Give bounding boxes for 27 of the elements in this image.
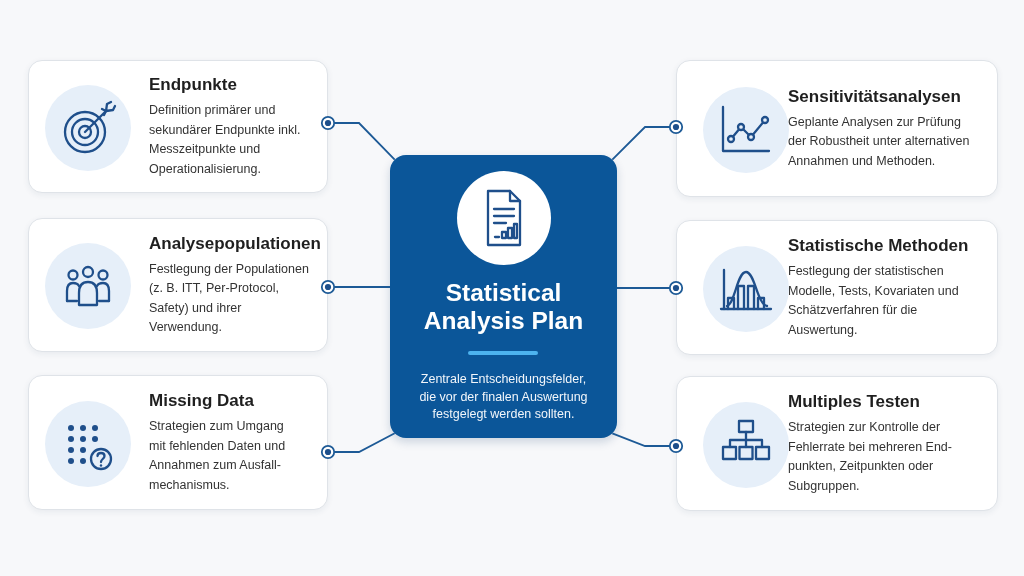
topic-card bbox=[676, 376, 998, 511]
connector bbox=[611, 432, 684, 454]
card-title: Statistische Methoden bbox=[788, 235, 969, 256]
connector bbox=[611, 119, 684, 161]
card-title: Analysepopulationen bbox=[149, 232, 321, 254]
panel-description: Zentrale Entscheidungsfelder, die vor der finalen Auswertung festgelegt werden sollten. bbox=[418, 371, 589, 423]
card-description: Definition primärer und sekundärer Endpunkte inkl. Messzeitpunkte und Operationalisierung. bbox=[149, 102, 302, 178]
card-title: Multiples Testen bbox=[788, 391, 920, 412]
card-description: Geplante Analysen zur Prüfung der Robustheit unter alternativen Annahmen und Methoden. bbox=[788, 113, 971, 170]
central-panel bbox=[390, 155, 617, 438]
card-title: Sensitivitätsanalysen bbox=[788, 85, 961, 107]
topic-card bbox=[28, 218, 328, 352]
topic-card bbox=[28, 60, 328, 193]
card-title: Missing Data bbox=[149, 390, 254, 411]
panel-title: Statistical Analysis Plan bbox=[422, 279, 585, 335]
topic-card bbox=[676, 220, 998, 355]
card-description: Strategien zum Umgang mit fehlenden Daten und Annahmen zum Ausfall- mechanismus. bbox=[149, 418, 287, 494]
topic-card bbox=[28, 375, 328, 510]
topic-card bbox=[676, 60, 998, 197]
connector bbox=[320, 279, 391, 295]
card-description: Festlegung der statistischen Modelle, Tests, Kovariaten und Schätzverfahren für die Auswertung. bbox=[788, 263, 960, 339]
card-title: Endpunkte bbox=[149, 74, 237, 95]
connector bbox=[616, 280, 684, 296]
connector bbox=[320, 432, 396, 460]
card-description: Strategien zur Kontrolle der Fehlerrate bei mehreren End- punkten, Zeitpunkten oder Subgruppen. bbox=[788, 419, 953, 495]
connector bbox=[320, 115, 396, 161]
card-description: Festlegung der Populationen (z. B. ITT, Per-Protocol, Safety) und ihrer Verwendung. bbox=[149, 260, 310, 336]
